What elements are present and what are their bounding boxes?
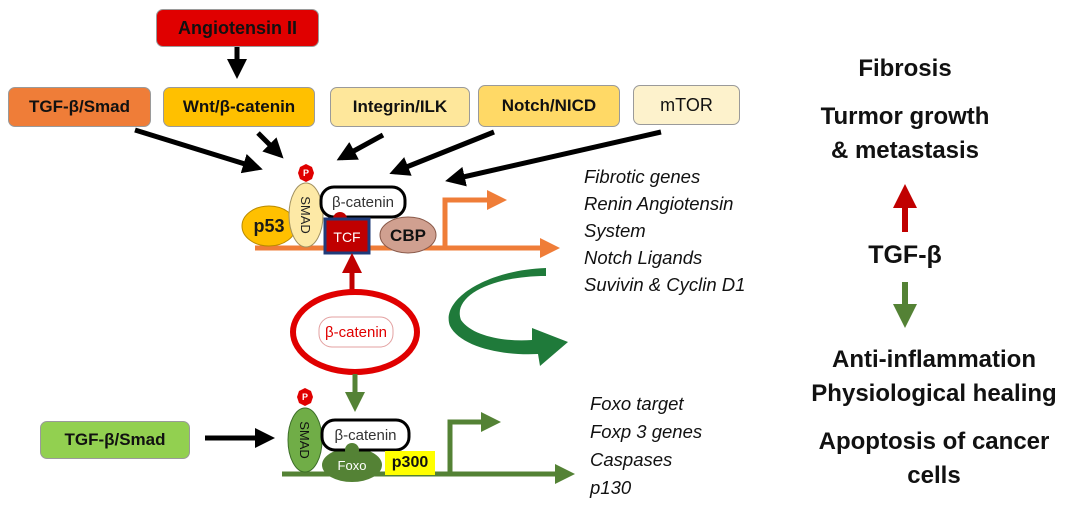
arrow-mtor [445, 129, 662, 187]
pathway-integrin-ilk: Integrin/ILK [330, 87, 470, 127]
lower-tgfb-smad-label: TGF-β/Smad [64, 430, 166, 449]
p300-label: p300 [391, 454, 429, 471]
beta-catenin-box-upper [319, 185, 407, 219]
beta-catenin-inner [318, 316, 394, 348]
smad-shape-upper [288, 182, 324, 248]
lower-gene-1: Foxo target [590, 393, 684, 414]
lower-gene-3: Caspases [590, 449, 673, 470]
arrow-integrin [336, 132, 385, 161]
center-beta-catenin-label: β-catenin [325, 323, 387, 341]
upper-transcription-arrow [442, 190, 507, 248]
upper-gene-5: Suvivin & Cyclin D1 [584, 274, 746, 295]
arrow-notch [389, 129, 495, 176]
angiotensin-ii-label: Angiotensin II [178, 17, 297, 38]
p300-box [385, 451, 435, 475]
upper-gene-4: Notch Ligands [584, 247, 703, 268]
outcome-anti-inflammation: Anti-inflammation [832, 346, 1036, 373]
foxo-shape [322, 448, 382, 482]
angiotensin-ii-box: Angiotensin II [156, 9, 319, 47]
arrow-wnt [256, 131, 284, 159]
outcome-cells: cells [907, 462, 961, 489]
p53-label: p53 [253, 215, 285, 236]
upper-gene-3: System [584, 220, 646, 241]
lower-tgfb-smad-box: TGF-β/Smad [40, 421, 190, 459]
outcome-tumor-growth: Turmor growth [820, 103, 990, 130]
pathway-mtor: mTOR [633, 85, 740, 125]
cbp-shape [379, 216, 437, 254]
phospho-upper-label: P [302, 168, 309, 178]
beta-catenin-box-lower [320, 418, 411, 452]
pathway-wnt-label: Wnt/β-catenin [182, 97, 296, 116]
pathway-tgfb-smad: TGF-β/Smad [8, 87, 151, 127]
pathway-integrin-label: Integrin/ILK [352, 97, 448, 116]
outcome-metastasis: & metastasis [830, 137, 980, 164]
arrow-tgfb-smad [134, 127, 263, 174]
pathway-notch-label: Notch/NICD [501, 96, 597, 115]
outcome-physiological-healing: Physiological healing [811, 380, 1057, 407]
outcome-bottom: Anti-inflammation Physiological healing … [784, 343, 1084, 493]
outcome-top: Fibrosis Turmor growth & metastasis [800, 52, 1010, 168]
tgf-beta-label: TGF-β [868, 241, 942, 269]
smad-lower-label: SMAD [297, 421, 313, 459]
outcome-fibrosis: Fibrosis [858, 55, 952, 82]
lower-gene-4: p130 [590, 477, 632, 498]
upper-gene-1: Fibrotic genes [584, 166, 701, 187]
outcome-apoptosis: Apoptosis of cancer [818, 428, 1050, 455]
smad-upper-label: SMAD [298, 196, 314, 234]
tcf-label: TCF [333, 229, 361, 245]
switch-curve-arrow [448, 268, 568, 366]
lower-gene-list: Foxo target Foxp 3 genes Caspases p130 [590, 390, 702, 502]
phospho-lower-label: P [301, 392, 308, 402]
pathway-mtor-label: mTOR [660, 94, 713, 115]
tcf-box [323, 217, 371, 255]
upper-gene-2: Renin Angiotensin [584, 193, 734, 214]
beta-catenin-lower-label: β-catenin [334, 426, 397, 444]
foxo-label: Foxo [337, 457, 367, 473]
phospho-upper [298, 164, 314, 182]
beta-catenin-upper-label: β-catenin [332, 193, 394, 211]
lower-transcription-arrow [447, 412, 501, 474]
cbp-label: CBP [390, 226, 426, 245]
pathway-wnt-beta-catenin: Wnt/β-catenin [163, 87, 315, 127]
lower-gene-2: Foxp 3 genes [590, 421, 703, 442]
pathway-tgfb-smad-label: TGF-β/Smad [28, 97, 131, 116]
foxo-linker-dot [345, 443, 359, 457]
pathway-notch-nicd: Notch/NICD [478, 85, 620, 127]
upper-gene-list: Fibrotic genes Renin Angiotensin System … [584, 163, 745, 298]
phospho-lower [297, 388, 313, 406]
